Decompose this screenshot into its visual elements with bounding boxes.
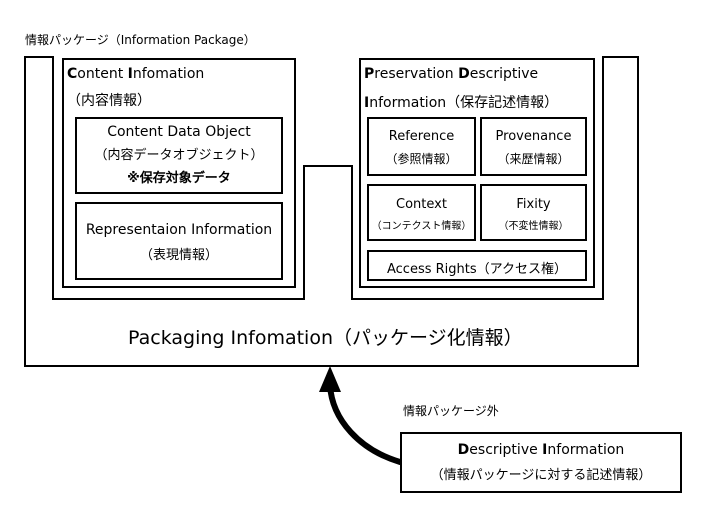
information-package-label: 情報パッケージ（Information Package） [25, 33, 256, 47]
context-box: Context （コンテクスト情報） [367, 184, 476, 241]
pdi-rest1: reservation [374, 66, 459, 82]
packaging-outline [24, 56, 639, 367]
pdi-title-line2: Information（保存記述情報） [364, 92, 558, 112]
fixity-box: Fixity （不変性情報） [480, 184, 587, 241]
pdi-cap3: I [364, 95, 370, 111]
pdi-box [359, 58, 595, 288]
context-en: Context [396, 197, 447, 212]
rep-subtitle: （表現情報） [139, 248, 218, 263]
pdi-rest3: nformation [369, 95, 447, 111]
arrow-head [319, 366, 341, 392]
reference-box: Reference （参照情報） [367, 117, 476, 176]
arrow-curve [327, 382, 403, 465]
pdi-cap1: P [364, 66, 375, 82]
desc-cap2: I [542, 442, 548, 458]
pdi-jp: （保存記述情報） [446, 95, 559, 111]
reference-jp: （参照情報） [385, 152, 458, 166]
cdo-note: ※保存対象データ [127, 171, 231, 186]
fixity-jp: （不変性情報） [498, 221, 569, 232]
fixity-en: Fixity [516, 197, 551, 212]
content-info-title-rest: ontent [77, 66, 128, 82]
pdi-cap2: D [458, 66, 470, 82]
provenance-jp: （来歴情報） [497, 152, 570, 166]
cdo-subtitle: （内容データオブジェクト） [94, 148, 264, 163]
access-rights-box: Access Rights（アクセス権） [367, 250, 587, 281]
outside-package-label: 情報パッケージ外 [403, 404, 499, 418]
packaging-info-label: Packaging Infomation（パッケージ化情報） [128, 327, 523, 349]
rep-title: Representaion Information [85, 222, 273, 238]
cdo-title: Content Data Object [107, 124, 251, 140]
content-info-subtitle: （内容情報） [67, 93, 151, 109]
content-info-title-cap: C [67, 66, 78, 82]
provenance-en: Provenance [495, 129, 572, 144]
content-data-object-box: Content Data Object （内容データオブジェクト） ※保存対象デ… [75, 117, 283, 194]
representation-info-box: Representaion Information （表現情報） [75, 202, 283, 280]
descriptive-title: Descriptive Information [402, 442, 680, 458]
desc-cap1: D [457, 442, 470, 458]
content-info-title: Content Infomation [67, 66, 204, 82]
pdi-rest2: escriptive [469, 66, 539, 82]
content-info-title-cap2: I [127, 66, 133, 82]
descriptive-info-box: Descriptive Information （情報パッケージに対する記述情報… [400, 432, 682, 493]
content-info-title-rest2: nfomation [132, 66, 205, 82]
desc-rest2: nformation [547, 442, 625, 458]
pdi-title-line1: Preservation Descriptive [364, 66, 538, 82]
context-jp: （コンテクスト情報） [371, 221, 472, 232]
provenance-box: Provenance （来歴情報） [480, 117, 587, 176]
desc-rest1: escriptive [469, 442, 543, 458]
descriptive-subtitle: （情報パッケージに対する記述情報） [430, 468, 652, 483]
reference-en: Reference [388, 129, 455, 144]
content-info-box [62, 58, 296, 288]
access-rights-label: Access Rights（アクセス権） [387, 262, 567, 277]
